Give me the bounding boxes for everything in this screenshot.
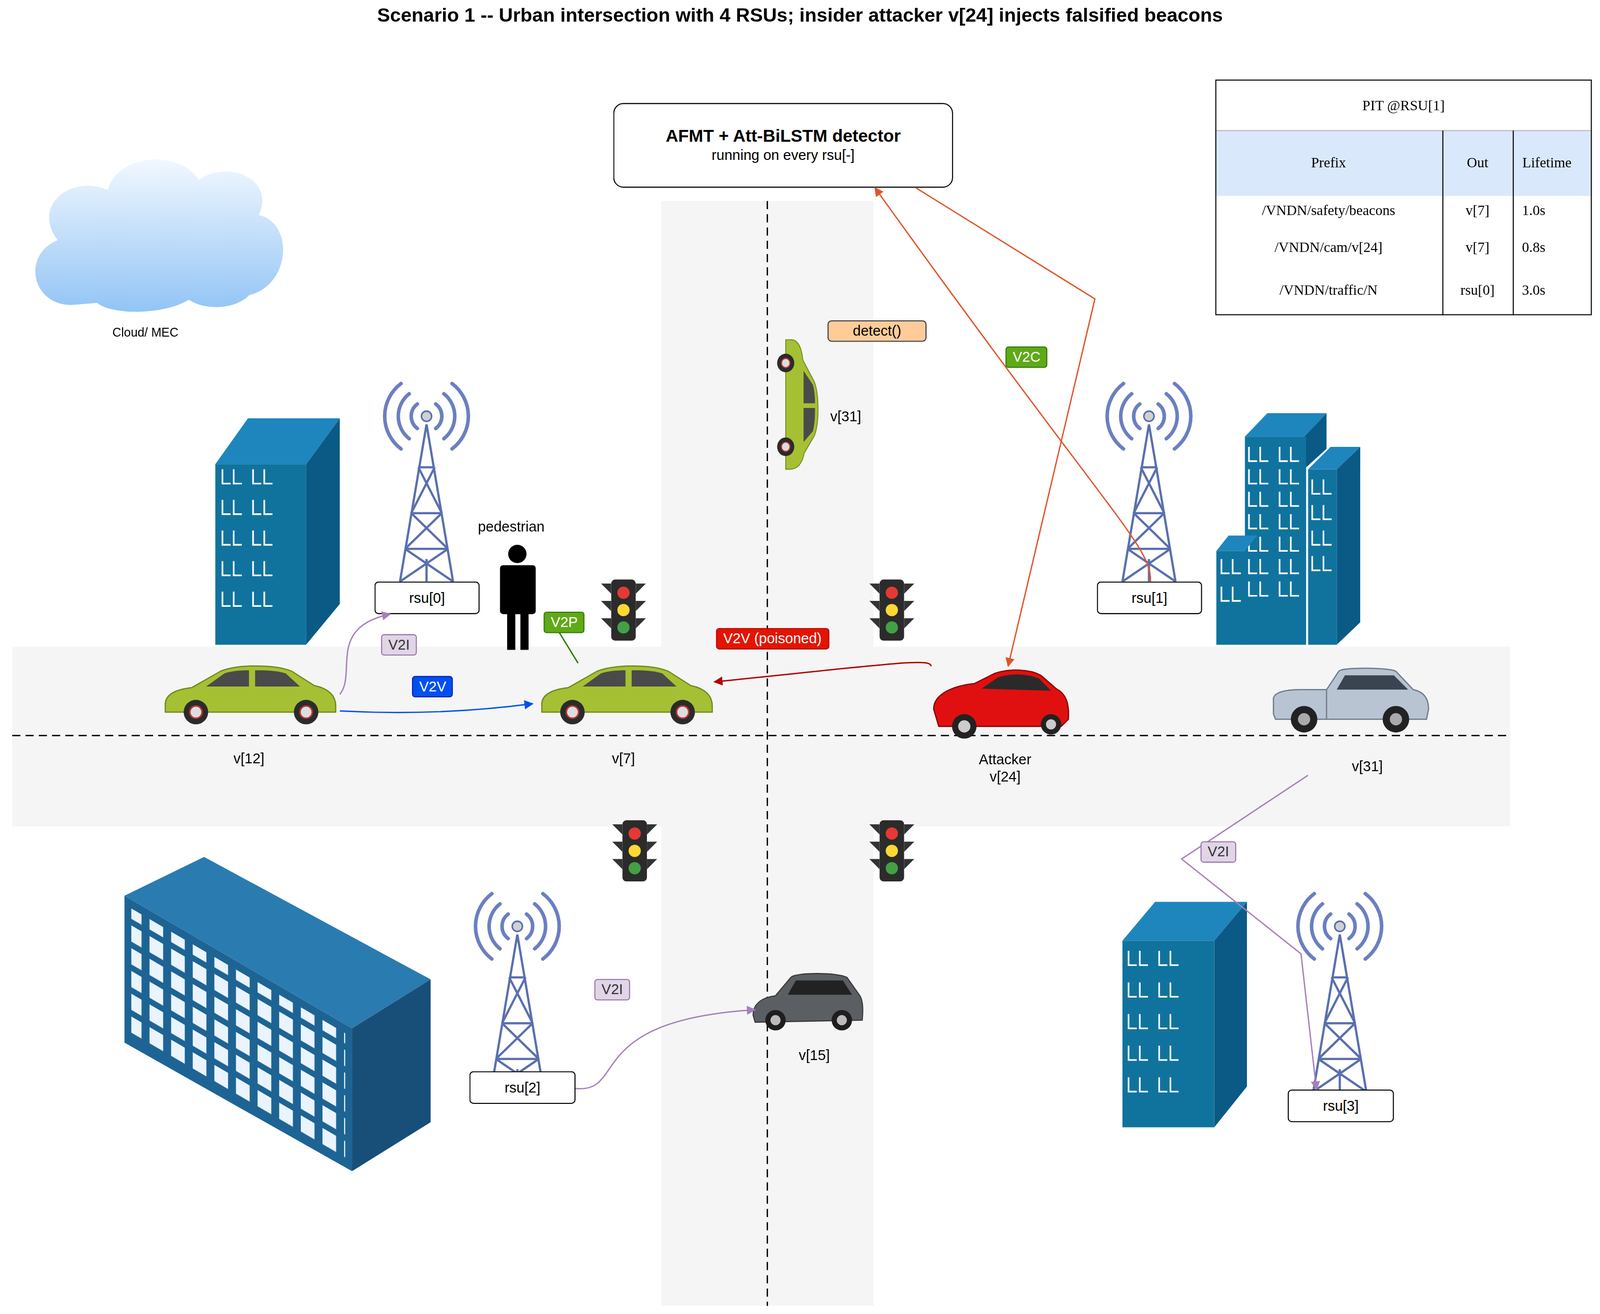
table-grid xyxy=(1215,130,1593,316)
table-cell: /VNDN/safety/beacons xyxy=(1261,203,1396,220)
pickup-truck xyxy=(1273,668,1429,734)
attacker-vehicle: Attacker v[24] xyxy=(929,666,1081,787)
attacker-car xyxy=(933,670,1069,739)
connector xyxy=(714,662,931,682)
table-cell: v[7] xyxy=(1465,239,1490,256)
table-cell: 3.0s xyxy=(1521,282,1546,299)
edge-label: V2V (poisoned) xyxy=(716,628,830,650)
node-text: running on every rsu[-] xyxy=(711,147,855,165)
vehicle: v[31] xyxy=(1268,665,1467,776)
detector-box: AFMT + Att-BiLSTM detectorrunning on eve… xyxy=(613,102,954,188)
node-text: rsu[2] xyxy=(504,1079,541,1097)
building xyxy=(124,857,431,1172)
vehicle: v[15] xyxy=(755,967,874,1065)
car-illustration xyxy=(165,339,819,725)
table-cell: 1.0s xyxy=(1521,203,1546,220)
table-cell: /VNDN/traffic/N xyxy=(1279,282,1378,299)
vehicle: v[7] xyxy=(532,663,715,768)
node-text: detect() xyxy=(852,322,901,340)
traffic-light xyxy=(601,579,915,882)
node-text: Cloud/ MEC xyxy=(112,324,179,340)
pedestrian-figure xyxy=(500,544,537,651)
connector xyxy=(1181,775,1317,1090)
building xyxy=(1216,413,1361,646)
suv xyxy=(753,973,864,1031)
table-cell: 0.8s xyxy=(1521,239,1546,256)
node-text: PIT @RSU[1] xyxy=(1362,80,1445,132)
diagram-title: Scenario 1 -- Urban intersection with 4 … xyxy=(0,3,1600,27)
road xyxy=(12,200,1511,1307)
edge-label: V2I xyxy=(381,634,417,656)
node-text: v[12] xyxy=(233,750,265,768)
edge-label: V2V xyxy=(412,676,454,698)
node-text: pedestrian xyxy=(478,518,545,536)
connector xyxy=(339,704,533,713)
node-text: v[31] xyxy=(1351,758,1383,776)
building xyxy=(215,418,340,645)
connector xyxy=(874,187,1151,582)
edge-label: V2I xyxy=(594,979,631,1001)
connector xyxy=(575,1010,756,1089)
cloud-node: Cloud/ MEC xyxy=(15,151,276,341)
edge-label: V2C xyxy=(1005,346,1048,368)
node-text: rsu[3] xyxy=(1322,1097,1359,1116)
rsu-tower xyxy=(384,383,1382,1092)
node-text: AFMT + Att-BiLSTM detector xyxy=(665,126,901,148)
node-text: v[7] xyxy=(611,750,636,768)
table-cell: rsu[0] xyxy=(1460,282,1495,299)
node-text: rsu[0] xyxy=(409,589,446,607)
node-text: Attacker v[24] xyxy=(969,751,1041,787)
table-cell: Lifetime xyxy=(1522,155,1572,172)
table-cell: Prefix xyxy=(1311,155,1346,172)
rsu-label: rsu[2] xyxy=(469,1071,576,1105)
vehicle: v[12] xyxy=(158,663,340,768)
cloud-shape xyxy=(34,158,285,314)
rsu-label: rsu[0] xyxy=(374,581,480,615)
node-text: v[31] xyxy=(830,408,862,426)
building xyxy=(1122,902,1248,1128)
rsu-label: rsu[1] xyxy=(1096,581,1202,615)
node-text: rsu[1] xyxy=(1131,589,1168,607)
table-cell: v[7] xyxy=(1465,203,1490,220)
detect-badge: detect() xyxy=(827,320,927,343)
pedestrian: pedestrian xyxy=(475,518,547,651)
rsu-label: rsu[3] xyxy=(1287,1089,1395,1123)
pit-table: PIT @RSU[1] xyxy=(1215,79,1593,316)
connector xyxy=(915,187,1095,667)
table-cell: Out xyxy=(1467,155,1489,172)
edge-label: V2P xyxy=(543,611,585,634)
table-cell: /VNDN/cam/v[24] xyxy=(1274,239,1383,256)
edge-label: V2I xyxy=(1200,841,1237,863)
node-text: v[15] xyxy=(799,1047,831,1065)
vehicle: v[31] xyxy=(773,334,862,473)
